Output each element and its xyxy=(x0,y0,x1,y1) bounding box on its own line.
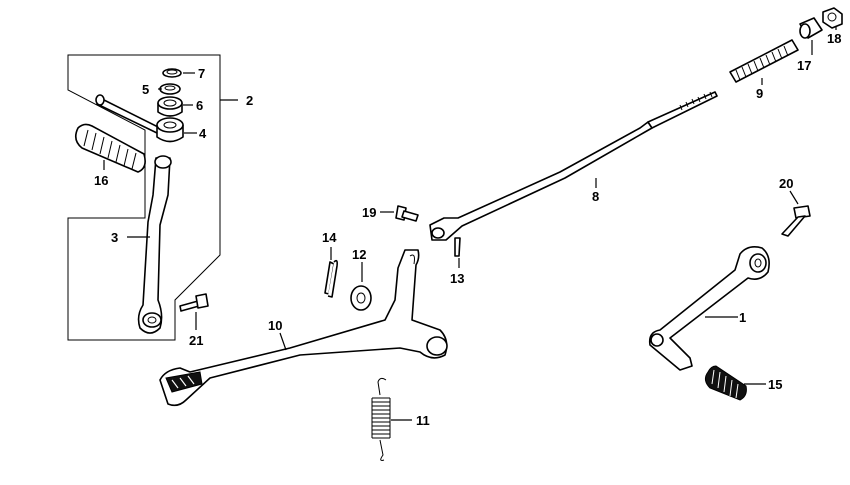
part-15-pedal-rubber xyxy=(704,365,747,401)
callout-18: 18 xyxy=(827,31,841,46)
part-9-spring xyxy=(729,39,799,83)
callout-2: 2 xyxy=(246,93,253,108)
part-3-kick-arm xyxy=(137,155,172,334)
callout-11: 11 xyxy=(416,413,430,428)
part-1-brake-arm xyxy=(648,246,770,371)
callout-8: 8 xyxy=(592,189,599,204)
callout-16: 16 xyxy=(94,173,108,188)
group-bracket xyxy=(67,54,221,341)
callout-3: 3 xyxy=(111,230,118,245)
part-6-spring xyxy=(157,96,183,117)
callout-9: 9 xyxy=(756,86,763,101)
part-16-grip-rubber xyxy=(74,123,146,173)
callout-4: 4 xyxy=(199,126,207,141)
part-13-pin xyxy=(454,237,461,257)
part-7-circlip xyxy=(162,68,182,78)
callout-17: 17 xyxy=(797,58,811,73)
part-kick-bolt xyxy=(95,94,161,134)
part-12-washer xyxy=(350,285,372,311)
part-10-brake-pedal xyxy=(159,249,448,407)
part-21-bolt xyxy=(179,293,209,312)
callout-20: 20 xyxy=(779,176,793,191)
callout-13: 13 xyxy=(450,271,464,286)
callout-19: 19 xyxy=(362,205,376,220)
part-19-bolt xyxy=(395,205,419,222)
callout-14: 14 xyxy=(322,230,337,245)
callout-6: 6 xyxy=(196,98,203,113)
part-20-bolt xyxy=(781,205,811,237)
part-14-cotter-pin xyxy=(324,259,338,298)
callout-15: 15 xyxy=(768,377,782,392)
callout-5: 5 xyxy=(142,82,149,97)
leader-lines xyxy=(103,26,837,421)
callout-21: 21 xyxy=(189,333,203,348)
callout-10: 10 xyxy=(268,318,282,333)
callout-7: 7 xyxy=(198,66,205,81)
part-11-spring xyxy=(371,377,391,461)
part-5-washer xyxy=(159,83,181,95)
callout-1: 1 xyxy=(739,310,746,325)
part-8-brake-rod xyxy=(429,91,718,241)
part-17-joint xyxy=(799,17,823,39)
callout-12: 12 xyxy=(352,247,366,262)
callout-labels: 1 2 3 4 5 6 7 8 9 10 11 12 13 14 15 16 1… xyxy=(94,31,841,428)
part-18-nut xyxy=(822,7,843,29)
part-4-boss xyxy=(156,117,184,143)
